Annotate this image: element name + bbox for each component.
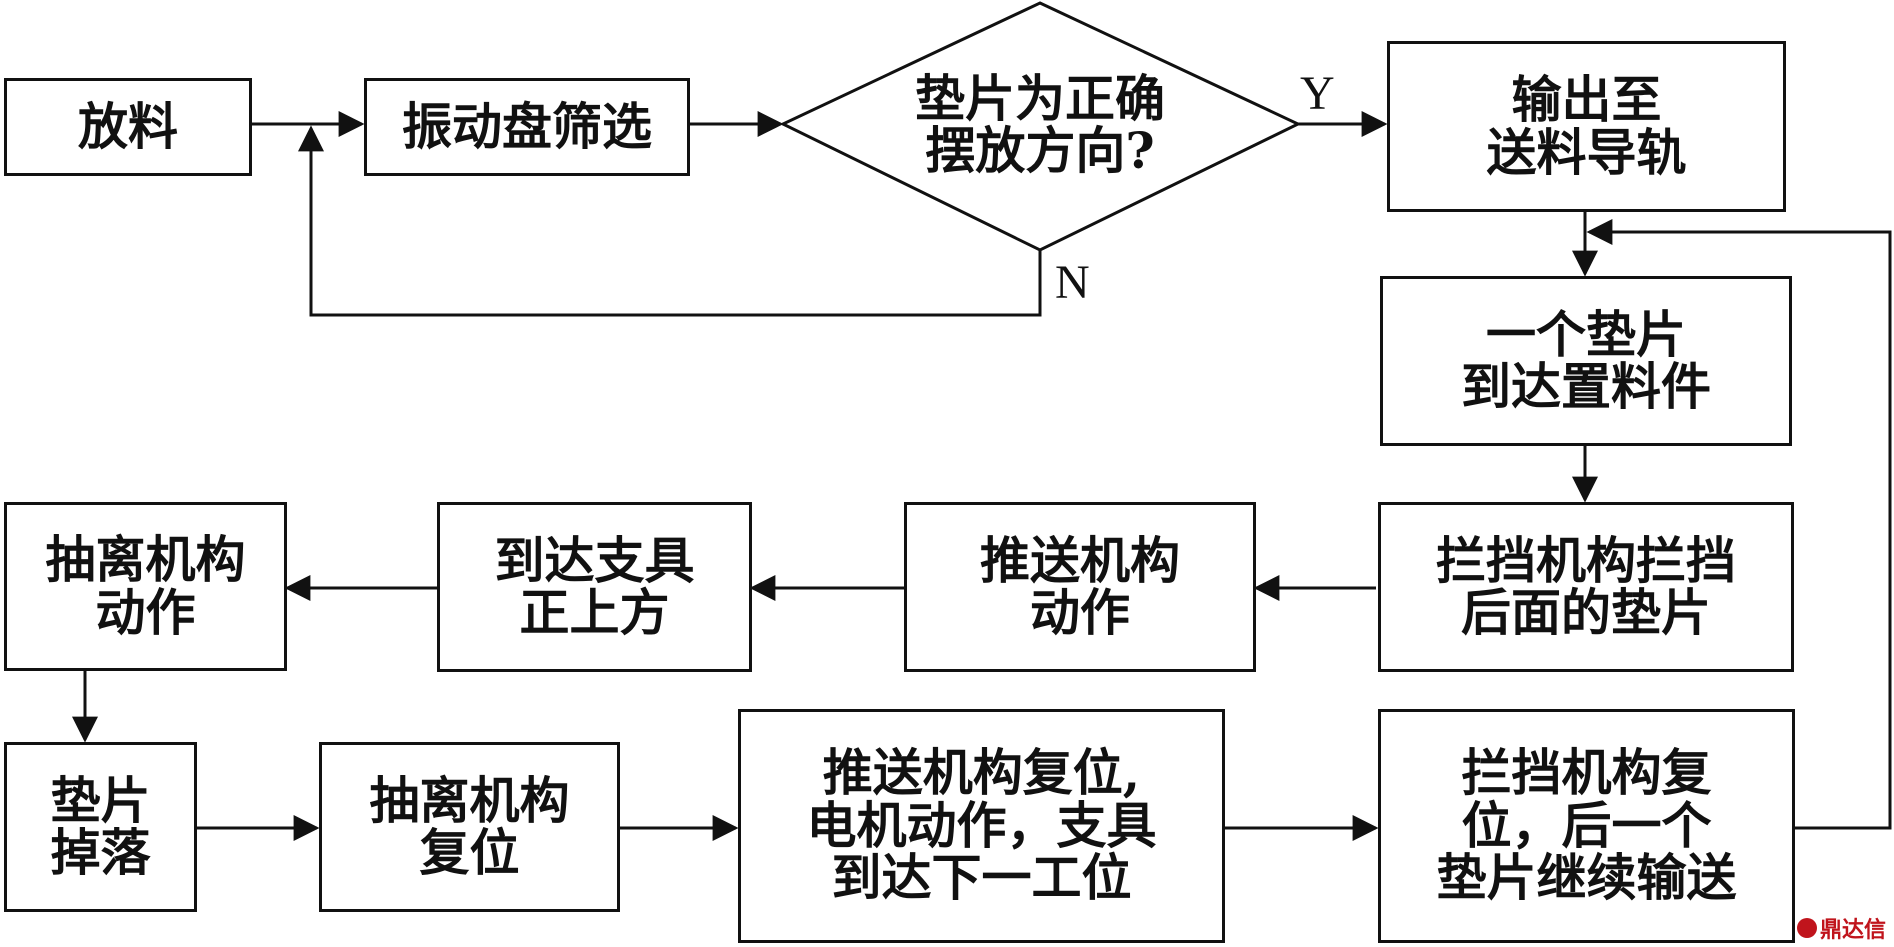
node-orientation-decision: 垫片为正确 摆放方向?: [915, 68, 1165, 180]
node-gasket-arrives: 一个垫片 到达置料件: [1380, 276, 1792, 446]
node-blocking-mechanism: 拦挡机构拦挡 后面的垫片: [1378, 502, 1794, 672]
loop-feedback: [1586, 219, 1892, 830]
node-block-reset: 拦挡机构复 位，后一个 垫片继续输送: [1378, 709, 1795, 943]
node-extract-reset: 抽离机构 复位: [319, 742, 620, 912]
node-above-fixture: 到达支具 正上方: [437, 502, 752, 672]
node-extract-action: 抽离机构 动作: [4, 502, 287, 671]
watermark: 鼎达信: [1797, 912, 1886, 944]
node-feed-material: 放料: [4, 78, 252, 176]
edge-label-yes: Y: [1300, 67, 1335, 120]
watermark-text: 鼎达信: [1820, 918, 1887, 943]
watermark-logo-icon: [1797, 918, 1817, 938]
node-output-rail: 输出至 送料导轨: [1387, 41, 1786, 212]
loop-no: [298, 125, 1042, 317]
node-push-reset: 推送机构复位, 电机动作，支具 到达下一工位: [738, 709, 1225, 943]
node-gasket-drop: 垫片 掉落: [4, 742, 197, 912]
edge-label-no: N: [1055, 256, 1090, 309]
node-vibration-bowl: 振动盘筛选: [364, 78, 690, 176]
node-push-action: 推送机构 动作: [904, 502, 1256, 672]
